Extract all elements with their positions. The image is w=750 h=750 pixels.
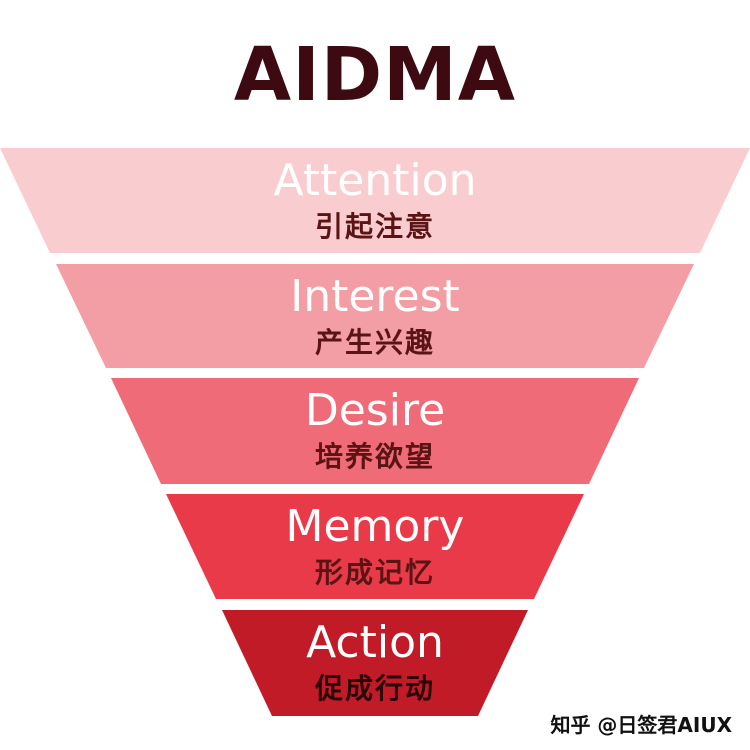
- funnel-stage-attention: Attention 引起注意: [0, 148, 750, 253]
- stage-label: Interest: [290, 271, 460, 322]
- funnel-band-shape: [56, 264, 694, 368]
- stage-label: Memory: [285, 501, 465, 552]
- funnel-stage-desire: Desire 培养欲望: [0, 378, 750, 484]
- stage-label: Desire: [304, 385, 446, 436]
- stage-sublabel: 引起注意: [314, 210, 435, 243]
- stage-sublabel: 培养欲望: [314, 440, 435, 473]
- funnel-stage-action: Action 促成行动: [0, 610, 750, 716]
- funnel-band-shape: [0, 148, 750, 253]
- stage-label: Action: [306, 617, 444, 668]
- stage-sublabel: 促成行动: [314, 672, 435, 705]
- funnel-band-shape: [111, 378, 639, 484]
- funnel-band-shape: [166, 494, 584, 599]
- stage-sublabel: 形成记忆: [314, 556, 435, 589]
- watermark: 知乎 @日签君AIUX: [550, 713, 732, 737]
- funnel-stage-interest: Interest 产生兴趣: [0, 264, 750, 368]
- funnel-stage-memory: Memory 形成记忆: [0, 494, 750, 599]
- diagram-title: AIDMA: [233, 32, 517, 118]
- stage-sublabel: 产生兴趣: [314, 326, 435, 359]
- stage-label: Attention: [273, 155, 477, 206]
- funnel-band-shape: [222, 610, 528, 716]
